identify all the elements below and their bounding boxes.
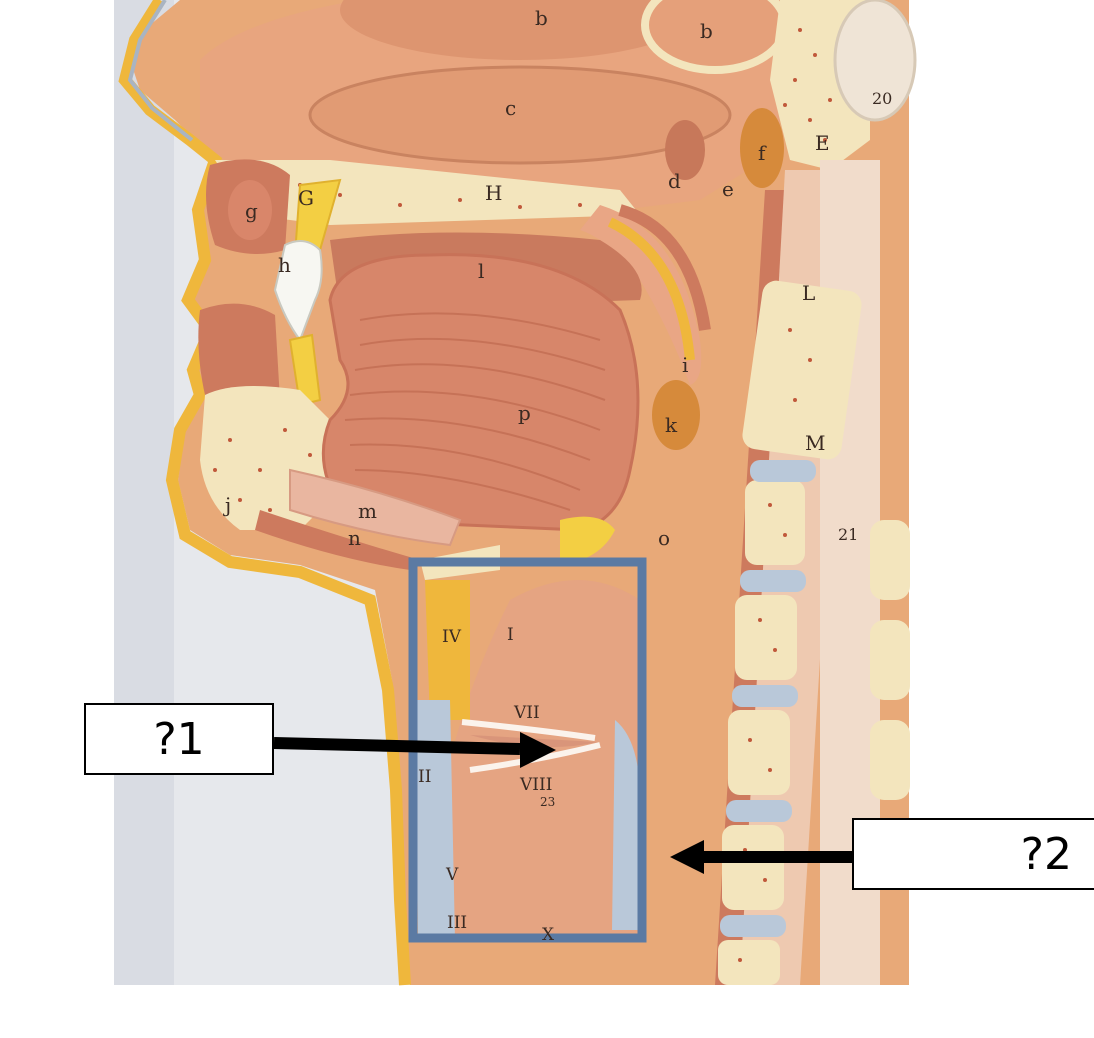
model-label-VIII: VIII: [519, 775, 552, 795]
model-label-20: 20: [872, 89, 892, 108]
model-label-p: p: [518, 401, 531, 425]
epiglottis: [560, 516, 615, 565]
model-label-H: H: [485, 181, 502, 205]
model-label-VII: VII: [513, 703, 540, 723]
arrow-q2-head: [670, 840, 704, 874]
question-label-1: ?1: [153, 713, 205, 765]
question-label-box-1: ?1: [84, 703, 274, 775]
model-label-G: G: [298, 186, 314, 210]
model-label-f: f: [758, 141, 767, 165]
soft-palate-muscle: [618, 204, 711, 331]
lower-incisor: [288, 333, 322, 407]
bone-dots-vertebrae: [738, 328, 812, 962]
model-label-M: M: [805, 431, 825, 455]
arrow-q1-head: [520, 732, 556, 768]
subcutaneous-fat-line: [118, 0, 411, 986]
model-label-b2: b: [700, 19, 713, 43]
model-label-g: g: [245, 199, 258, 223]
model-label-k: k: [665, 413, 678, 437]
question-label-2: ?2: [1020, 828, 1072, 880]
incisor-crowns: [273, 240, 323, 343]
model-label-b1: b: [535, 6, 548, 30]
model-label-II: II: [418, 767, 431, 787]
palatine-tonsil: [652, 380, 700, 450]
question-label-box-2: ?2: [852, 818, 1094, 890]
intervertebral-discs: [720, 460, 816, 937]
model-label-L: L: [802, 281, 815, 305]
nasal-concha-upper: [340, 0, 700, 60]
model-label-c: c: [505, 96, 516, 120]
model-label-i: i: [682, 353, 688, 377]
tongue: [321, 253, 640, 532]
arrow-q1-shaft: [273, 737, 521, 755]
model-label-23: 23: [540, 795, 555, 809]
eustachian-opening: [665, 120, 705, 180]
thyroid-cartilage-fat: [425, 580, 470, 720]
model-label-X: X: [542, 925, 555, 945]
upper-lip-inner: [228, 180, 272, 240]
model-label-21: 21: [838, 525, 858, 544]
tongue-muscle-fibers: [344, 312, 606, 511]
model-label-n: n: [348, 526, 361, 550]
lower-lip: [198, 303, 280, 404]
vertebral-bodies: [718, 280, 862, 985]
model-label-E: E: [815, 131, 830, 155]
model-label-m: m: [358, 499, 377, 523]
model-label-d: d: [668, 169, 681, 193]
adenoid-tonsil: [740, 108, 784, 188]
thyroid-cartilage: [415, 700, 455, 940]
geniohyoid-muscle: [289, 468, 462, 547]
model-label-layer: b b c d e f E g G H h l i k L M p j m n …: [223, 6, 892, 945]
model-label-o: o: [658, 526, 670, 550]
vestibular-fold: [461, 719, 596, 741]
model-label-l: l: [478, 259, 484, 283]
sphenoid-sinus: [641, 0, 789, 74]
model-label-j: j: [223, 493, 231, 517]
vertebra-atlas: [833, 0, 917, 122]
skin-outer-edge: [127, 0, 194, 142]
spinous-processes: [870, 520, 910, 800]
model-label-h: h: [278, 253, 291, 277]
mylohyoid-muscle: [255, 510, 420, 570]
posterior-cartilage: [612, 720, 640, 930]
model-label-e: e: [722, 177, 734, 201]
model-label-IV: IV: [442, 627, 462, 647]
model-label-V: V: [445, 865, 459, 885]
nasal-concha-middle: [308, 65, 732, 165]
backdrop-shadow: [114, 0, 174, 985]
soft-palate-fat: [607, 217, 695, 361]
model-label-III: III: [447, 913, 467, 933]
model-label-I: I: [507, 625, 514, 645]
